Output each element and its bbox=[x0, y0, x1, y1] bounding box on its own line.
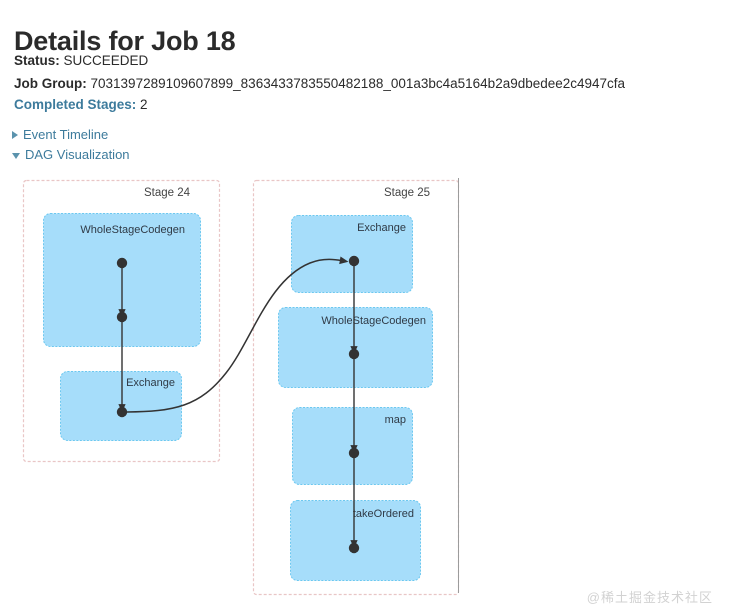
completed-stages-value: 2 bbox=[140, 97, 148, 112]
node-label-stage25-takeordered: takeOrdered bbox=[353, 508, 414, 520]
dag-visualization-label: DAG Visualization bbox=[25, 147, 130, 162]
dag-edge-edge-stage24-exchange-to-stage25-exchange bbox=[123, 256, 349, 413]
dag-node-stage25-exchange[interactable]: Exchange bbox=[291, 215, 413, 293]
dag-node-stage25-map[interactable]: map bbox=[292, 407, 413, 485]
stage-label-stage-25: Stage 25 bbox=[384, 187, 430, 199]
dag-node-stage25-wholestagecodegen[interactable]: WholeStageCodegen bbox=[278, 307, 433, 388]
event-timeline-toggle[interactable]: Event Timeline bbox=[12, 128, 108, 141]
completed-stages-line: Completed Stages: 2 bbox=[14, 97, 148, 112]
dag-visualization-toggle[interactable]: DAG Visualization bbox=[12, 148, 130, 161]
node-box-stage25-exchange bbox=[291, 215, 413, 293]
status-value: SUCCEEDED bbox=[63, 53, 149, 68]
dag-node-stage25-takeordered[interactable]: takeOrdered bbox=[290, 500, 421, 581]
dag-viewport-rule bbox=[458, 178, 459, 593]
status-line: Status: SUCCEEDED bbox=[14, 53, 148, 68]
stage-label-stage-24: Stage 24 bbox=[144, 187, 191, 199]
page-title: Details for Job 18 bbox=[14, 26, 236, 57]
job-group-line: Job Group: 7031397289109607899_836343378… bbox=[14, 76, 625, 91]
node-dot-stage25-takeordered-0[interactable] bbox=[348, 542, 360, 554]
status-label: Status: bbox=[14, 53, 60, 68]
job-group-value: 7031397289109607899_8363433783550482188_… bbox=[90, 76, 626, 91]
node-label-stage24-exchange: Exchange bbox=[126, 377, 175, 389]
node-label-stage25-map: map bbox=[385, 414, 406, 426]
node-label-stage25-exchange: Exchange bbox=[357, 222, 406, 234]
watermark: @稀土掘金技术社区 bbox=[586, 590, 713, 605]
dag-node-stage24-exchange[interactable]: Exchange bbox=[60, 371, 182, 441]
node-label-stage25-wholestagecodegen: WholeStageCodegen bbox=[321, 315, 426, 327]
chevron-down-icon bbox=[12, 152, 20, 159]
completed-stages-label[interactable]: Completed Stages: bbox=[14, 97, 137, 112]
event-timeline-label: Event Timeline bbox=[23, 127, 109, 142]
job-group-label: Job Group: bbox=[14, 76, 87, 91]
chevron-right-icon bbox=[12, 130, 18, 139]
node-label-stage24-wholestagecodegen: WholeStageCodegen bbox=[80, 224, 185, 236]
